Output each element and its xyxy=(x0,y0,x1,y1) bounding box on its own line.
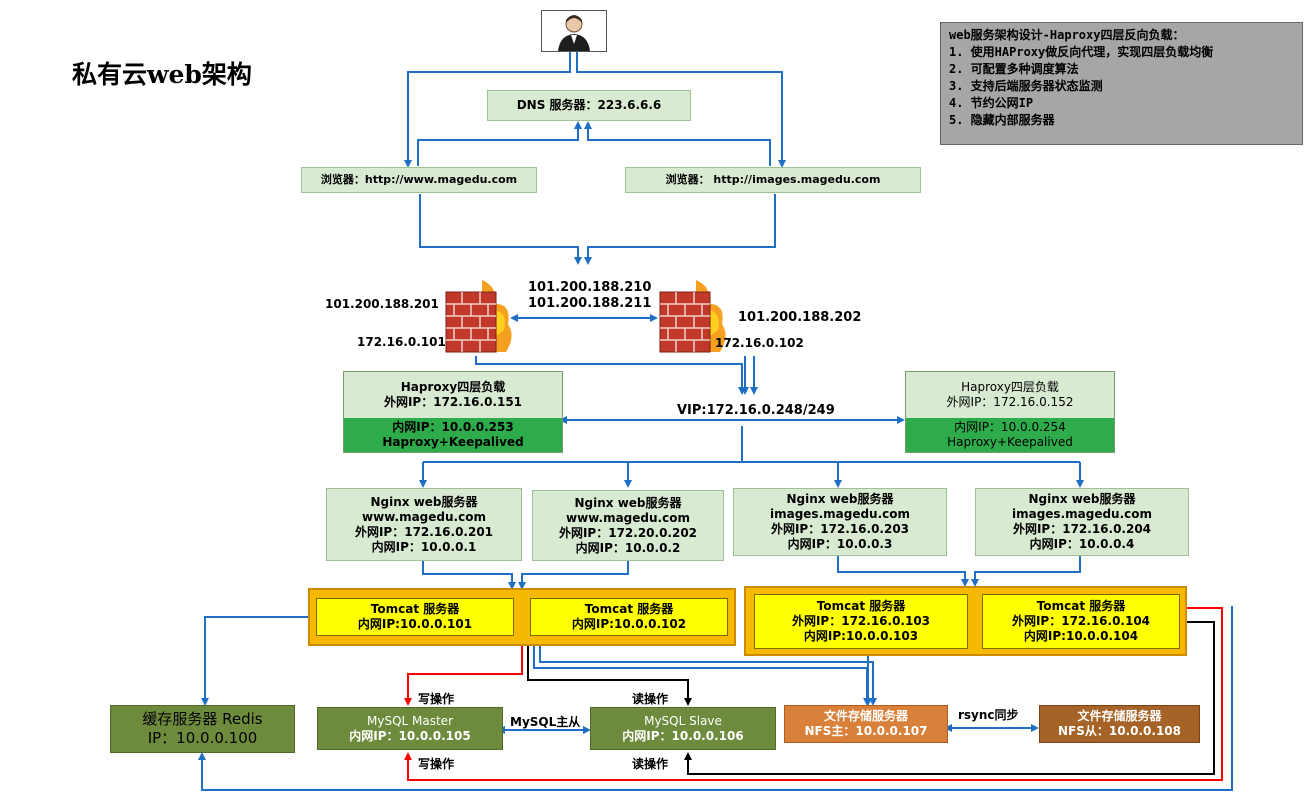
nginx-server-3-node: Nginx web服务器 images.magedu.com 外网IP：172.… xyxy=(733,488,947,556)
haproxy-left-node: Haproxy四层负载 外网IP：172.16.0.151 内网IP：10.0.… xyxy=(343,371,563,453)
nginx-server-2-node: Nginx web服务器 www.magedu.com 外网IP：172.20.… xyxy=(532,490,724,561)
nfs-master-node: 文件存储服务器 NFS主：10.0.0.107 xyxy=(784,705,948,743)
vip-label: VIP:172.16.0.248/249 xyxy=(677,403,835,418)
read-operation-label-top: 读操作 xyxy=(632,692,669,706)
nfs-slave-ip: NFS从：10.0.0.108 xyxy=(1057,724,1181,738)
haproxy-right-software: Haproxy+Keepalived xyxy=(947,435,1073,449)
nginx-server-2-title: Nginx web服务器 xyxy=(574,495,682,510)
tomcat-server-4-private-ip: 内网IP:10.0.0.104 xyxy=(1023,629,1139,643)
haproxy-right-private-ip: 内网IP：10.0.0.254 xyxy=(954,420,1066,434)
write-operation-label-bottom: 写操作 xyxy=(418,757,455,771)
tomcat-server-4-title: Tomcat 服务器 xyxy=(1036,599,1126,613)
haproxy-right-title: Haproxy四层负载 xyxy=(961,380,1059,394)
design-notes-box: web服务架构设计-Haproxy四层反向负载： 1. 使用HAProxy做反向… xyxy=(940,22,1303,145)
tomcat-server-1-node: Tomcat 服务器 内网IP:10.0.0.101 xyxy=(316,598,514,636)
nginx-server-1-private-ip: 内网IP：10.0.0.1 xyxy=(371,539,477,554)
nginx-server-4-node: Nginx web服务器 images.magedu.com 外网IP：172.… xyxy=(975,488,1189,556)
firewall-right-public-ip: 101.200.188.202 xyxy=(738,310,862,325)
browser-images-node: 浏览器： http://images.magedu.com xyxy=(625,167,921,193)
tomcat-server-2-private-ip: 内网IP:10.0.0.102 xyxy=(571,617,687,631)
nginx-server-1-node: Nginx web服务器 www.magedu.com 外网IP：172.16.… xyxy=(326,488,522,561)
mysql-replication-label: MySQL主从 xyxy=(510,715,581,729)
haproxy-left-private-ip: 内网IP：10.0.0.253 xyxy=(392,420,514,434)
tomcat-server-2-node: Tomcat 服务器 内网IP:10.0.0.102 xyxy=(530,598,728,636)
design-notes-heading: web服务架构设计-Haproxy四层反向负载： xyxy=(949,28,1185,42)
nginx-server-1-domain: www.magedu.com xyxy=(362,509,486,524)
design-note-item: 2. 可配置多种调度算法 xyxy=(949,62,1079,76)
firewall-shared-ip-1: 101.200.188.210 xyxy=(528,280,652,295)
haproxy-left-title: Haproxy四层负载 xyxy=(400,380,506,394)
nfs-master-title: 文件存储服务器 xyxy=(823,709,908,723)
nginx-server-3-domain: images.magedu.com xyxy=(769,507,911,521)
mysql-slave-node: MySQL Slave 内网IP：10.0.0.106 xyxy=(590,707,776,750)
haproxy-right-header: Haproxy四层负载 外网IP：172.16.0.152 xyxy=(906,372,1114,418)
haproxy-left-public-ip: 外网IP：172.16.0.151 xyxy=(383,395,523,409)
tomcat-server-3-node: Tomcat 服务器 外网IP：172.16.0.103 内网IP:10.0.0… xyxy=(754,594,968,649)
browser-www-label: 浏览器：http://www.magedu.com xyxy=(320,173,518,187)
design-note-item: 5. 隐藏内部服务器 xyxy=(949,113,1055,127)
tomcat-server-3-title: Tomcat 服务器 xyxy=(816,599,906,613)
haproxy-left-software: Haproxy+Keepalived xyxy=(382,435,524,449)
haproxy-right-public-ip: 外网IP：172.16.0.152 xyxy=(946,395,1074,409)
haproxy-left-header: Haproxy四层负载 外网IP：172.16.0.151 xyxy=(344,372,562,418)
firewall-left-public-ip: 101.200.188.201 xyxy=(325,297,439,311)
design-note-item: 1. 使用HAProxy做反向代理，实现四层负载均衡 xyxy=(949,45,1214,59)
mysql-slave-title: MySQL Slave xyxy=(644,713,722,728)
nginx-server-4-domain: images.magedu.com xyxy=(1011,507,1153,521)
read-operation-label-bottom: 读操作 xyxy=(632,757,669,771)
tomcat-server-1-private-ip: 内网IP:10.0.0.101 xyxy=(357,617,473,631)
nginx-server-1-title: Nginx web服务器 xyxy=(370,494,478,509)
tomcat-server-4-public-ip: 外网IP：172.16.0.104 xyxy=(1011,614,1151,628)
mysql-master-ip: 内网IP：10.0.0.105 xyxy=(349,728,471,743)
tomcat-server-2-title: Tomcat 服务器 xyxy=(584,602,674,616)
mysql-slave-ip: 内网IP：10.0.0.106 xyxy=(622,728,744,743)
nfs-slave-node: 文件存储服务器 NFS从：10.0.0.108 xyxy=(1039,705,1200,743)
nginx-server-1-public-ip: 外网IP：172.16.0.201 xyxy=(354,524,494,539)
nginx-server-3-public-ip: 外网IP：172.16.0.203 xyxy=(770,522,910,536)
firewall-shared-ip-2: 101.200.188.211 xyxy=(528,296,652,311)
mysql-master-title: MySQL Master xyxy=(367,713,453,728)
dns-server-label: DNS 服务器：223.6.6.6 xyxy=(516,98,662,112)
nginx-server-4-private-ip: 内网IP：10.0.0.4 xyxy=(1029,537,1135,551)
write-operation-label-top: 写操作 xyxy=(418,692,455,706)
haproxy-left-footer: 内网IP：10.0.0.253 Haproxy+Keepalived xyxy=(344,418,562,452)
firewall-right-icon xyxy=(656,274,732,356)
design-note-item: 4. 节约公网IP xyxy=(949,96,1034,110)
rsync-label: rsync同步 xyxy=(958,708,1019,722)
nfs-slave-title: 文件存储服务器 xyxy=(1077,709,1162,723)
design-note-item: 3. 支持后端服务器状态监测 xyxy=(949,79,1103,93)
haproxy-right-footer: 内网IP：10.0.0.254 Haproxy+Keepalived xyxy=(906,418,1114,452)
redis-cache-ip: IP：10.0.0.100 xyxy=(147,729,258,747)
haproxy-right-node: Haproxy四层负载 外网IP：172.16.0.152 内网IP：10.0.… xyxy=(905,371,1115,453)
redis-cache-node: 缓存服务器 Redis IP：10.0.0.100 xyxy=(110,705,295,753)
tomcat-server-4-node: Tomcat 服务器 外网IP：172.16.0.104 内网IP:10.0.0… xyxy=(982,594,1180,649)
firewall-left-icon xyxy=(442,274,518,356)
nginx-server-2-public-ip: 外网IP：172.20.0.202 xyxy=(558,525,698,540)
nginx-server-2-private-ip: 内网IP：10.0.0.2 xyxy=(575,540,681,555)
nginx-server-3-private-ip: 内网IP：10.0.0.3 xyxy=(787,537,893,551)
browser-www-node: 浏览器：http://www.magedu.com xyxy=(301,167,537,193)
page-title: 私有云web架构 xyxy=(72,60,252,89)
nginx-server-2-domain: www.magedu.com xyxy=(566,510,690,525)
mysql-master-node: MySQL Master 内网IP：10.0.0.105 xyxy=(317,707,503,750)
firewall-left-private-ip: 172.16.0.101 xyxy=(357,335,446,349)
firewall-right-private-ip: 172.16.0.102 xyxy=(715,336,804,350)
browser-images-label: 浏览器： http://images.magedu.com xyxy=(665,173,881,187)
nginx-server-4-title: Nginx web服务器 xyxy=(1028,492,1136,506)
tomcat-server-3-private-ip: 内网IP:10.0.0.103 xyxy=(803,629,919,643)
tomcat-server-3-public-ip: 外网IP：172.16.0.103 xyxy=(791,614,931,628)
user-avatar-icon xyxy=(541,10,607,52)
nginx-server-3-title: Nginx web服务器 xyxy=(786,492,894,506)
tomcat-server-1-title: Tomcat 服务器 xyxy=(370,602,460,616)
nginx-server-4-public-ip: 外网IP：172.16.0.204 xyxy=(1012,522,1152,536)
redis-cache-title: 缓存服务器 Redis xyxy=(142,710,263,729)
dns-server-node: DNS 服务器：223.6.6.6 xyxy=(487,90,691,121)
nfs-master-ip: NFS主：10.0.0.107 xyxy=(804,724,928,738)
